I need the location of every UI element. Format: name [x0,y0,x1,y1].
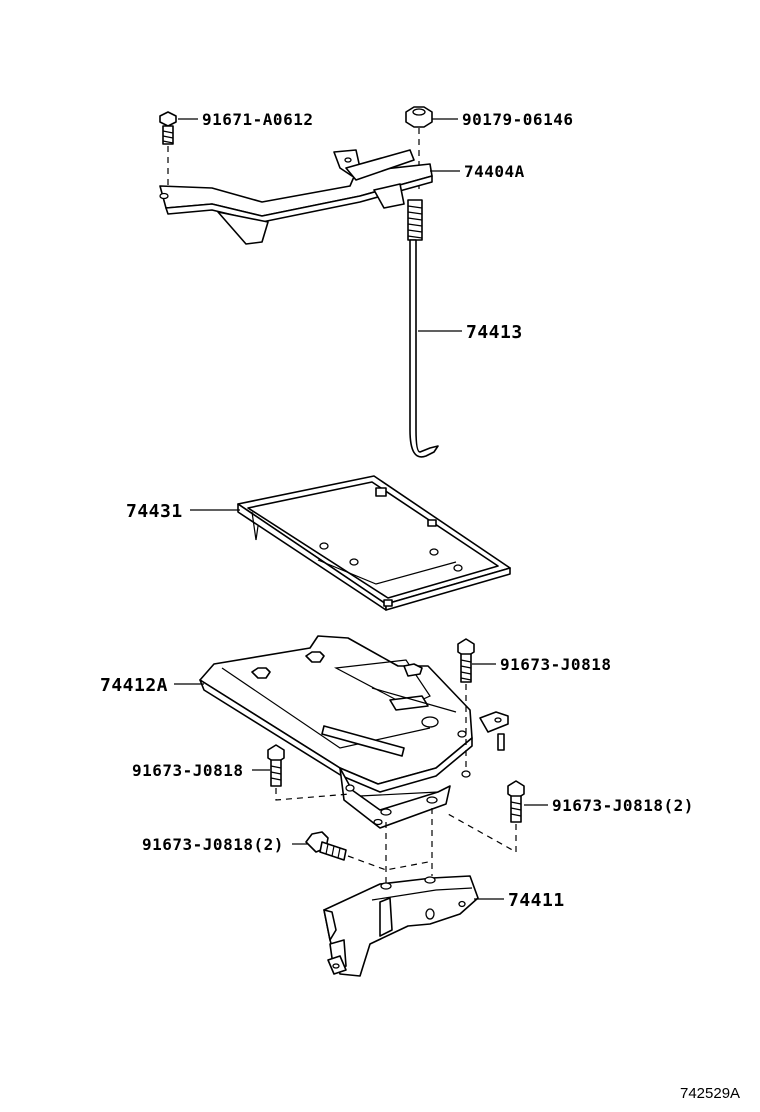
tray-74431 [237,475,511,611]
label-74411: 74411 [508,890,565,911]
label-90179-06146: 90179-06146 [462,110,573,129]
label-74413: 74413 [466,322,523,343]
label-74412A: 74412A [100,675,168,696]
bolt-91673-J0818-right-upper [457,638,475,772]
label-91673-J0818-left-mid: 91673-J0818 [132,761,243,780]
label-91673-J0818-left-lower: 91673-J0818(2) [142,835,284,854]
label-74404A: 74404A [464,162,525,181]
diagram-code: 742529A [680,1085,740,1102]
bolt-91671-A0612 [159,111,177,196]
label-91673-J0818-right-lower: 91673-J0818(2) [552,796,694,815]
nut-90179-06146 [405,106,433,192]
bolt-91673-J0818-right-lower [447,780,525,854]
label-91671-A0612: 91671-A0612 [202,110,313,129]
bolt-91673-J0818-left-mid [267,744,351,801]
label-91673-J0818-right-upper: 91673-J0818 [500,655,611,674]
bracket-74411 [323,875,479,977]
carrier-74412A [199,635,509,829]
bolt-91673-J0818-left-lower [305,831,429,871]
label-74431: 74431 [126,501,183,522]
clamp-74404A [159,149,433,245]
rod-74413 [407,199,439,458]
